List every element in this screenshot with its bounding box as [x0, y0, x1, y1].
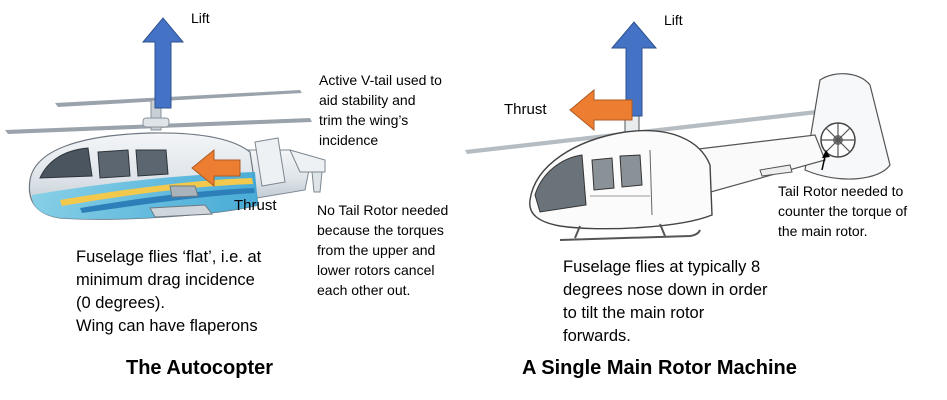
autocopter-fuselage-note: Fuselage flies ‘flat’, i.e. at minimum d…: [76, 248, 262, 335]
fenestron-tail-rotor: [820, 122, 856, 158]
autocopter-helicopter: [5, 90, 326, 220]
single-rotor-thrust-arrow: [569, 88, 633, 132]
single-rotor-skids: [559, 223, 701, 241]
autocopter-lift-label: Lift: [191, 10, 210, 26]
single-rotor-title: A Single Main Rotor Machine: [522, 357, 797, 379]
single-rotor-fuselage-note: Fuselage flies at typically 8 degrees no…: [563, 258, 768, 345]
autocopter-cabin-window-2: [135, 149, 169, 177]
autocopter-wing: [149, 204, 213, 218]
single-rotor-thrust-label: Thrust: [504, 101, 547, 118]
autocopter-title: The Autocopter: [126, 357, 274, 379]
single-rotor-cabin-window-2: [619, 154, 643, 188]
autocopter-cockpit-window: [39, 147, 93, 179]
autocopter-v-tail: [254, 137, 286, 187]
autocopter-thrust-label: Thrust: [234, 197, 277, 214]
autocopter-no-tail-rotor-note: No Tail Rotor needed because the torques…: [317, 202, 449, 298]
autocopter-vtail-note: Active V-tail used to aid stability and …: [319, 72, 442, 148]
single-rotor-cockpit-window: [534, 154, 587, 213]
autocopter-thrust-arrow: [191, 148, 241, 188]
single-rotor-lift-label: Lift: [664, 12, 683, 28]
autocopter-cabin-window-1: [97, 149, 131, 179]
single-rotor-cabin-window-1: [591, 157, 615, 191]
single-rotor-main-rotor: [465, 105, 862, 154]
autocopter-lift-arrow: [141, 17, 185, 109]
single-rotor-tail-rotor-note: Tail Rotor needed to counter the torque …: [778, 183, 908, 239]
autocopter-upper-rotor: [55, 90, 302, 107]
single-rotor-lift-arrow: [610, 21, 658, 117]
single-rotor-helicopter: [465, 73, 891, 241]
